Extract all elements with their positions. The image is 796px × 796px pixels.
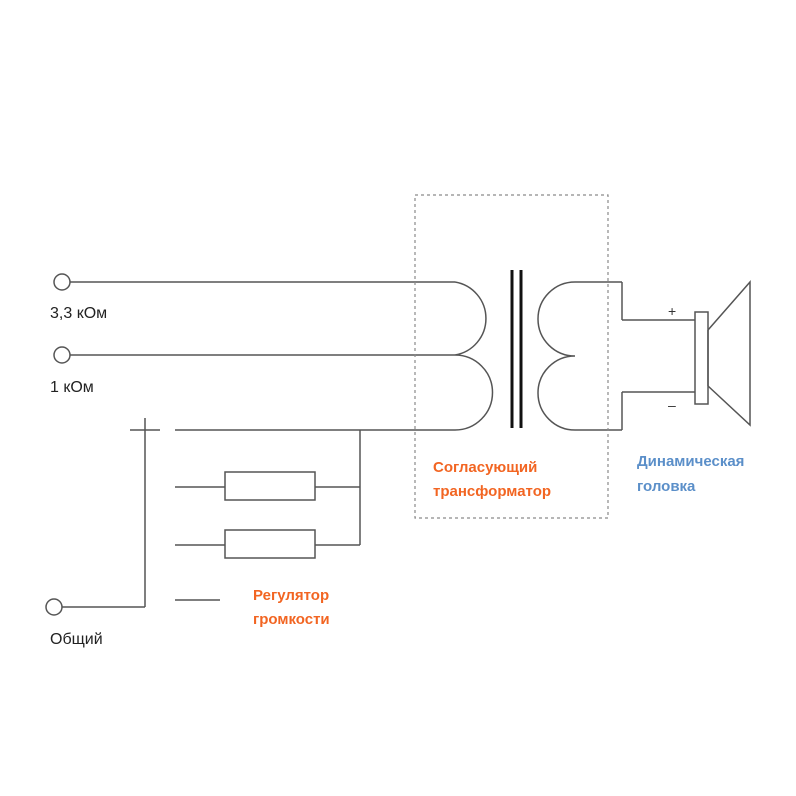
label-speaker-1: Динамическая bbox=[637, 453, 744, 470]
label-input-1k: 1 кОм bbox=[50, 379, 94, 396]
polarity-minus: – bbox=[668, 397, 676, 413]
polarity-plus: + bbox=[668, 303, 676, 319]
speaker-icon bbox=[694, 280, 751, 427]
label-speaker-2: головка bbox=[637, 478, 696, 495]
terminal-1k bbox=[53, 346, 71, 364]
resistor-1 bbox=[224, 471, 316, 501]
primary-winding bbox=[454, 281, 494, 431]
label-volume-2: громкости bbox=[253, 611, 330, 628]
label-transformer-2: трансформатор bbox=[433, 483, 551, 500]
transformer-frame bbox=[414, 194, 609, 519]
label-volume-1: Регулятор bbox=[253, 587, 329, 604]
terminal-3-3k bbox=[53, 273, 71, 291]
label-common: Общий bbox=[50, 631, 103, 648]
resistor-2 bbox=[224, 529, 316, 559]
label-input-3-3k: 3,3 кОм bbox=[50, 305, 107, 322]
label-transformer-1: Согласующий bbox=[433, 459, 537, 476]
secondary-winding bbox=[537, 281, 576, 431]
terminal-common bbox=[45, 598, 63, 616]
